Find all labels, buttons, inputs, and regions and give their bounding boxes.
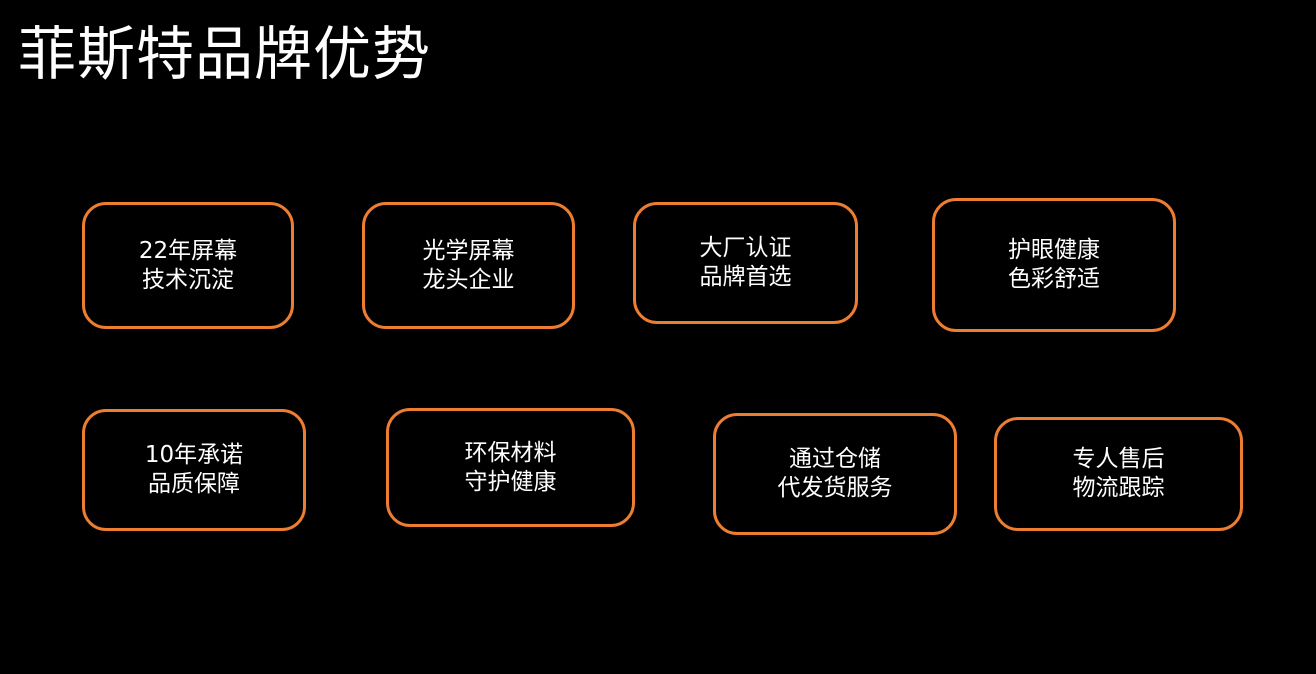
advantage-box-warranty: 10年承诺 品质保障 [82,409,306,531]
advantage-box-after-sales: 专人售后 物流跟踪 [994,417,1243,531]
box-line-2: 守护健康 [464,468,557,495]
box-line-1: 10年承诺 [144,442,244,468]
box-line-2: 龙头企业 [422,266,515,293]
box-line-2: 物流跟踪 [1072,475,1165,501]
advantage-box-eye-care: 护眼健康 色彩舒适 [932,198,1176,332]
box-line-1: 环保材料 [464,439,557,466]
advantage-box-warehouse-dropship: 通过仓储 代发货服务 [713,413,957,535]
box-line-1: 通过仓储 [789,446,881,472]
box-line-2: 色彩舒适 [1008,266,1100,292]
box-line-2: 品牌首选 [699,264,792,290]
advantage-box-screen-tech: 22年屏幕 技术沉淀 [82,202,294,329]
advantage-box-industry-leader: 光学屏幕 龙头企业 [362,202,575,329]
slide-title: 菲斯特品牌优势 [18,20,432,88]
advantage-box-certification: 大厂认证 品牌首选 [633,202,858,324]
box-line-2: 技术沉淀 [142,266,234,293]
box-line-2: 代发货服务 [777,475,893,501]
box-line-1: 大厂认证 [699,235,792,261]
box-line-1: 22年屏幕 [138,237,238,264]
box-line-1: 专人售后 [1072,446,1165,472]
box-line-1: 光学屏幕 [422,237,515,264]
advantage-box-eco-material: 环保材料 守护健康 [386,408,635,527]
box-line-2: 品质保障 [148,471,240,497]
box-line-1: 护眼健康 [1008,237,1100,263]
